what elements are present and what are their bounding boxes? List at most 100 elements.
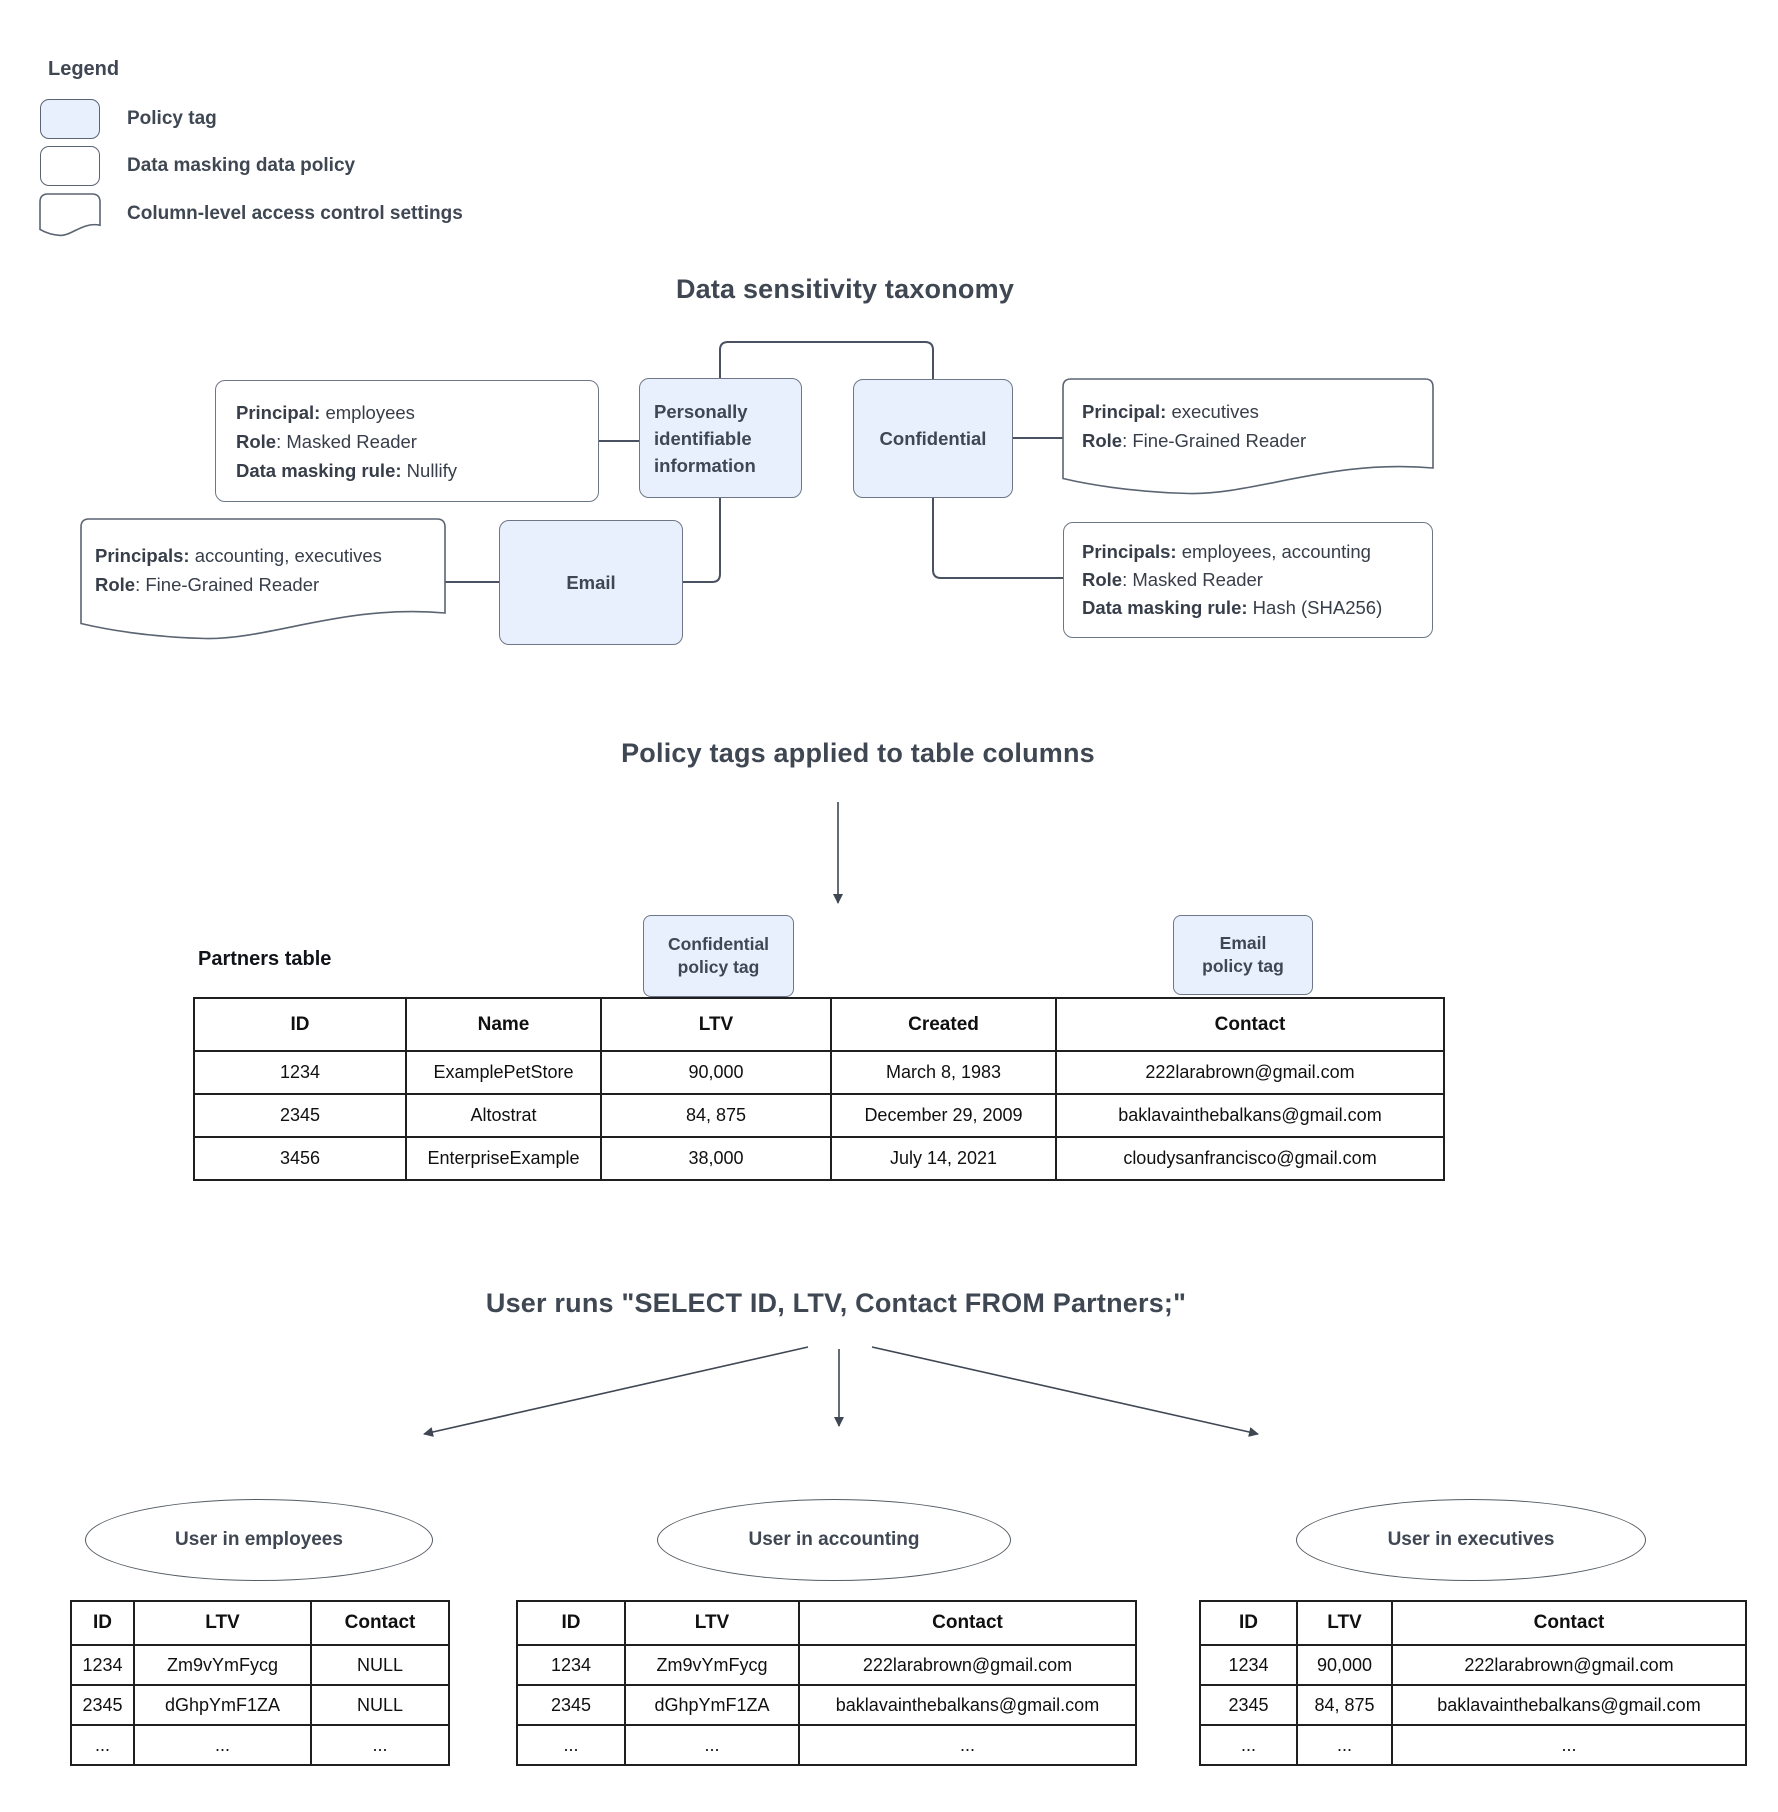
table-row: ......... [70, 1724, 450, 1766]
tag-line: Email [1219, 933, 1267, 953]
column-header: ID [1199, 1600, 1298, 1646]
column-header: ID [70, 1600, 135, 1646]
access-control-accounting-text: Principals: accounting, executives Role:… [95, 541, 440, 599]
tag-line: Confidential [667, 934, 770, 954]
policy-line: Role: Fine-Grained Reader [1082, 430, 1307, 451]
table-cell: EnterpriseExample [405, 1136, 602, 1181]
query-to-executives-arrow [871, 1346, 1259, 1437]
table-cell: 38,000 [600, 1136, 832, 1181]
table-cell: 222larabrown@gmail.com [1055, 1050, 1445, 1095]
query-to-employees-arrow [423, 1346, 809, 1437]
table-cell: dGhpYmF1ZA [133, 1684, 312, 1726]
tree-bracket-connector [719, 341, 934, 380]
policy-tag-swatch [40, 99, 100, 139]
table-row: ......... [1199, 1724, 1747, 1766]
policy-line: Principals: employees, accounting [1082, 541, 1371, 562]
column-header: LTV [624, 1600, 800, 1646]
table-cell: Zm9vYmFycg [133, 1644, 312, 1686]
table-cell: 222larabrown@gmail.com [798, 1644, 1137, 1686]
table-cell: dGhpYmF1ZA [624, 1684, 800, 1726]
confidential-to-hash-connector [932, 498, 1063, 579]
table-cell: 84, 875 [600, 1093, 832, 1138]
data-policy-nullify-box: Principal: employees Role: Masked Reader… [215, 380, 599, 502]
email-policy-tag-chip: Email policy tag [1173, 915, 1313, 995]
table-cell: ... [70, 1724, 135, 1766]
legend-item-data-masking: Data masking data policy [127, 155, 356, 176]
table-cell: March 8, 1983 [830, 1050, 1057, 1095]
table-cell: 2345 [516, 1684, 626, 1726]
table-cell: ... [516, 1724, 626, 1766]
table-cell: 1234 [70, 1644, 135, 1686]
table-cell: December 29, 2009 [830, 1093, 1057, 1138]
table-cell: baklavainthebalkans@gmail.com [1055, 1093, 1445, 1138]
access-control-executives-text: Principal: executives Role: Fine-Grained… [1082, 397, 1432, 455]
query-title: User runs "SELECT ID, LTV, Contact FROM … [485, 1288, 1187, 1318]
policy-line: Data masking rule: Nullify [236, 459, 458, 481]
column-header: Contact [310, 1600, 450, 1646]
column-header: Name [405, 997, 602, 1052]
pii-to-email-connector [683, 498, 721, 583]
partners-table-label: Partners table [198, 948, 332, 970]
policy-line: Data masking rule: Hash (SHA256) [1082, 597, 1383, 618]
table-cell: Altostrat [405, 1093, 602, 1138]
table-cell: ... [624, 1724, 800, 1766]
table-cell: NULL [310, 1684, 450, 1726]
column-header: Contact [798, 1600, 1137, 1646]
legend-item-policy-tag: Policy tag [127, 108, 217, 129]
column-header: LTV [133, 1600, 312, 1646]
column-header: Contact [1055, 997, 1445, 1052]
table-cell: ... [310, 1724, 450, 1766]
policy-line: Role: Fine-Grained Reader [95, 574, 320, 595]
table-cell: 1234 [516, 1644, 626, 1686]
applied-section-title: Policy tags applied to table columns [621, 738, 1095, 768]
table-cell: 90,000 [1296, 1644, 1393, 1686]
policy-tag-pii-node: Personally identifiable information [639, 378, 802, 498]
oval-user-in-employees: User in employees [85, 1499, 433, 1581]
table-row: ......... [516, 1724, 1137, 1766]
table-cell: July 14, 2021 [830, 1136, 1057, 1181]
table-cell: cloudysanfrancisco@gmail.com [1055, 1136, 1445, 1181]
policy-tag-confidential-node: Confidential [853, 379, 1013, 498]
table-cell: 1234 [193, 1050, 407, 1095]
table-cell: NULL [310, 1644, 450, 1686]
data-policy-hash-box: Principals: employees, accounting Role: … [1063, 522, 1433, 638]
confidential-policy-tag-chip: Confidential policy tag [643, 915, 794, 997]
tag-line: policy tag [1202, 956, 1284, 976]
policy-line: Role: Masked Reader [236, 430, 417, 452]
legend-title: Legend [48, 58, 120, 80]
table-cell: ExamplePetStore [405, 1050, 602, 1095]
oval-user-in-accounting: User in accounting [657, 1499, 1011, 1581]
column-header: Contact [1391, 1600, 1747, 1646]
data-masking-policy-swatch [40, 146, 100, 186]
table-cell: ... [798, 1724, 1137, 1766]
oval-user-in-executives: User in executives [1296, 1499, 1646, 1581]
table-cell: 2345 [193, 1093, 407, 1138]
access-control-legend-shape [39, 193, 101, 237]
taxonomy-title: Data sensitivity taxonomy [675, 274, 1015, 304]
table-cell: 2345 [70, 1684, 135, 1726]
legend-item-access-control: Column-level access control settings [127, 203, 463, 224]
column-header: ID [193, 997, 407, 1052]
table-cell: Zm9vYmFycg [624, 1644, 800, 1686]
table-cell: ... [1391, 1724, 1747, 1766]
column-header: ID [516, 1600, 626, 1646]
policy-tag-email-node: Email [499, 520, 683, 645]
table-cell: 3456 [193, 1136, 407, 1181]
table-cell: baklavainthebalkans@gmail.com [798, 1684, 1137, 1726]
policy-line: Principal: employees [236, 401, 415, 423]
table-cell: ... [133, 1724, 312, 1766]
table-cell: 1234 [1199, 1644, 1298, 1686]
column-header: LTV [600, 997, 832, 1052]
